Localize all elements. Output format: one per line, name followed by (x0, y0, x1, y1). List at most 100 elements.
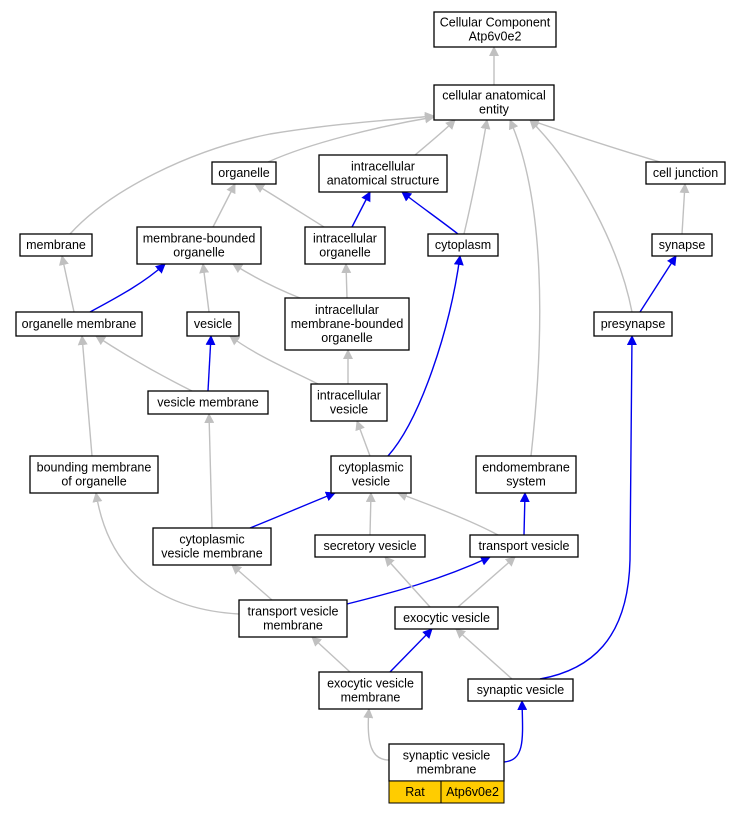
node-vesicle[interactable]: vesicle (186, 311, 240, 337)
node-label-line: intracellular (313, 232, 377, 246)
edge-line (231, 564, 273, 601)
node-box[interactable] (318, 154, 448, 193)
node-box[interactable] (388, 743, 505, 782)
node-vesicle-membrane[interactable]: vesicle membrane (147, 390, 269, 415)
node-box[interactable] (469, 534, 579, 558)
node-box[interactable] (475, 455, 577, 494)
node-box[interactable] (394, 606, 499, 630)
edge-line (212, 183, 236, 228)
node-box[interactable] (318, 671, 423, 710)
node-box[interactable] (238, 599, 348, 638)
edge-line (89, 263, 166, 313)
species-label: Rat (405, 785, 425, 799)
node-box[interactable] (645, 161, 726, 185)
node-presynapse[interactable]: presynapse (593, 311, 673, 337)
edge-cell-junction-to-cellular-anatomical-entity (529, 118, 661, 163)
edge-synaptic-vesicle-to-presynapse (539, 335, 637, 680)
node-box[interactable] (29, 455, 159, 494)
gene-cell (440, 780, 505, 804)
node-membrane[interactable]: membrane (19, 233, 93, 257)
node-box[interactable] (152, 527, 272, 566)
node-cell-junction[interactable]: cell junction (645, 161, 726, 185)
node-box[interactable] (211, 161, 277, 185)
node-organelle-membrane[interactable]: organelle membrane (15, 311, 143, 337)
node-exocytic-vesicle[interactable]: exocytic vesicle (394, 606, 499, 630)
node-box[interactable] (433, 84, 555, 121)
node-label-line: synaptic vesicle (403, 749, 491, 763)
edge-layer (58, 46, 690, 763)
edge-synaptic-vesicle-membrane-to-synaptic-vesicle (503, 700, 528, 763)
node-label-line: secretory vesicle (323, 539, 416, 553)
edge-line (204, 413, 215, 529)
node-box[interactable] (284, 297, 410, 351)
edge-presynapse-to-synapse (639, 255, 677, 313)
node-box[interactable] (304, 226, 386, 265)
edge-cytoplasmic-vesicle-membrane-to-cytoplasmic-vesicle (249, 491, 336, 529)
edge-cytoplasm-to-intracellular-anatomical-structure (401, 191, 459, 235)
node-secretory-vesicle[interactable]: secretory vesicle (314, 534, 426, 558)
edge-vesicle-membrane-to-organelle-membrane (95, 335, 193, 392)
edge-exocytic-vesicle-to-secretory-vesicle (384, 556, 431, 608)
node-box[interactable] (186, 311, 240, 337)
node-box[interactable] (433, 11, 557, 48)
node-box[interactable] (314, 534, 426, 558)
edge-line (365, 492, 376, 536)
node-label-line: intracellular (351, 160, 415, 174)
node-label-line: organelle (319, 246, 370, 260)
node-box[interactable] (15, 311, 143, 337)
node-box[interactable] (427, 233, 499, 257)
node-transport-vesicle[interactable]: transport vesicle (469, 534, 579, 558)
node-label-line: cytoplasmic (338, 461, 403, 475)
edge-transport-vesicle-membrane-to-bounding-membrane-of-organelle (92, 492, 240, 615)
node-label-line: organelle (321, 331, 372, 345)
node-box[interactable] (330, 455, 412, 494)
node-synaptic-vesicle[interactable]: synaptic vesicle (467, 678, 574, 702)
node-label-line: bounding membrane (37, 461, 152, 475)
node-label-line: membrane (26, 238, 86, 252)
node-box[interactable] (136, 226, 262, 265)
edge-endomembrane-system-to-cellular-anatomical-entity (509, 119, 541, 457)
node-box[interactable] (147, 390, 269, 415)
node-label-line: cell junction (653, 166, 718, 180)
node-organelle[interactable]: organelle (211, 161, 277, 185)
node-label-line: vesicle (194, 317, 232, 331)
node-label-line: transport vesicle (478, 539, 569, 553)
edge-line (363, 708, 390, 761)
edge-vesicle-membrane-to-vesicle (205, 335, 216, 392)
annotation-badge: Rat Atp6v0e2 (388, 780, 505, 804)
edge-exocytic-vesicle-membrane-to-transport-vesicle-membrane (311, 636, 351, 673)
node-label-line: Cellular Component (440, 16, 551, 30)
node-box[interactable] (19, 233, 93, 257)
node-box[interactable] (593, 311, 673, 337)
node-box[interactable] (651, 233, 713, 257)
edge-line (58, 255, 75, 313)
node-label-line: entity (479, 103, 510, 117)
node-box[interactable] (467, 678, 574, 702)
node-cytoplasm[interactable]: cytoplasm (427, 233, 499, 257)
edge-intracellular-organelle-to-organelle (254, 183, 325, 228)
edge-line (529, 118, 661, 163)
edge-line (463, 119, 491, 235)
node-label-line: organelle membrane (22, 317, 137, 331)
edge-exocytic-vesicle-to-transport-vesicle (457, 556, 516, 608)
node-label-line: Atp6v0e2 (469, 30, 522, 44)
node-synapse[interactable]: synapse (651, 233, 713, 257)
node-box[interactable] (310, 383, 388, 422)
edge-line (387, 255, 464, 457)
node-label-line: membrane-bounded (291, 317, 404, 331)
edge-organelle-membrane-to-membrane-bounded-organelle (89, 263, 166, 313)
